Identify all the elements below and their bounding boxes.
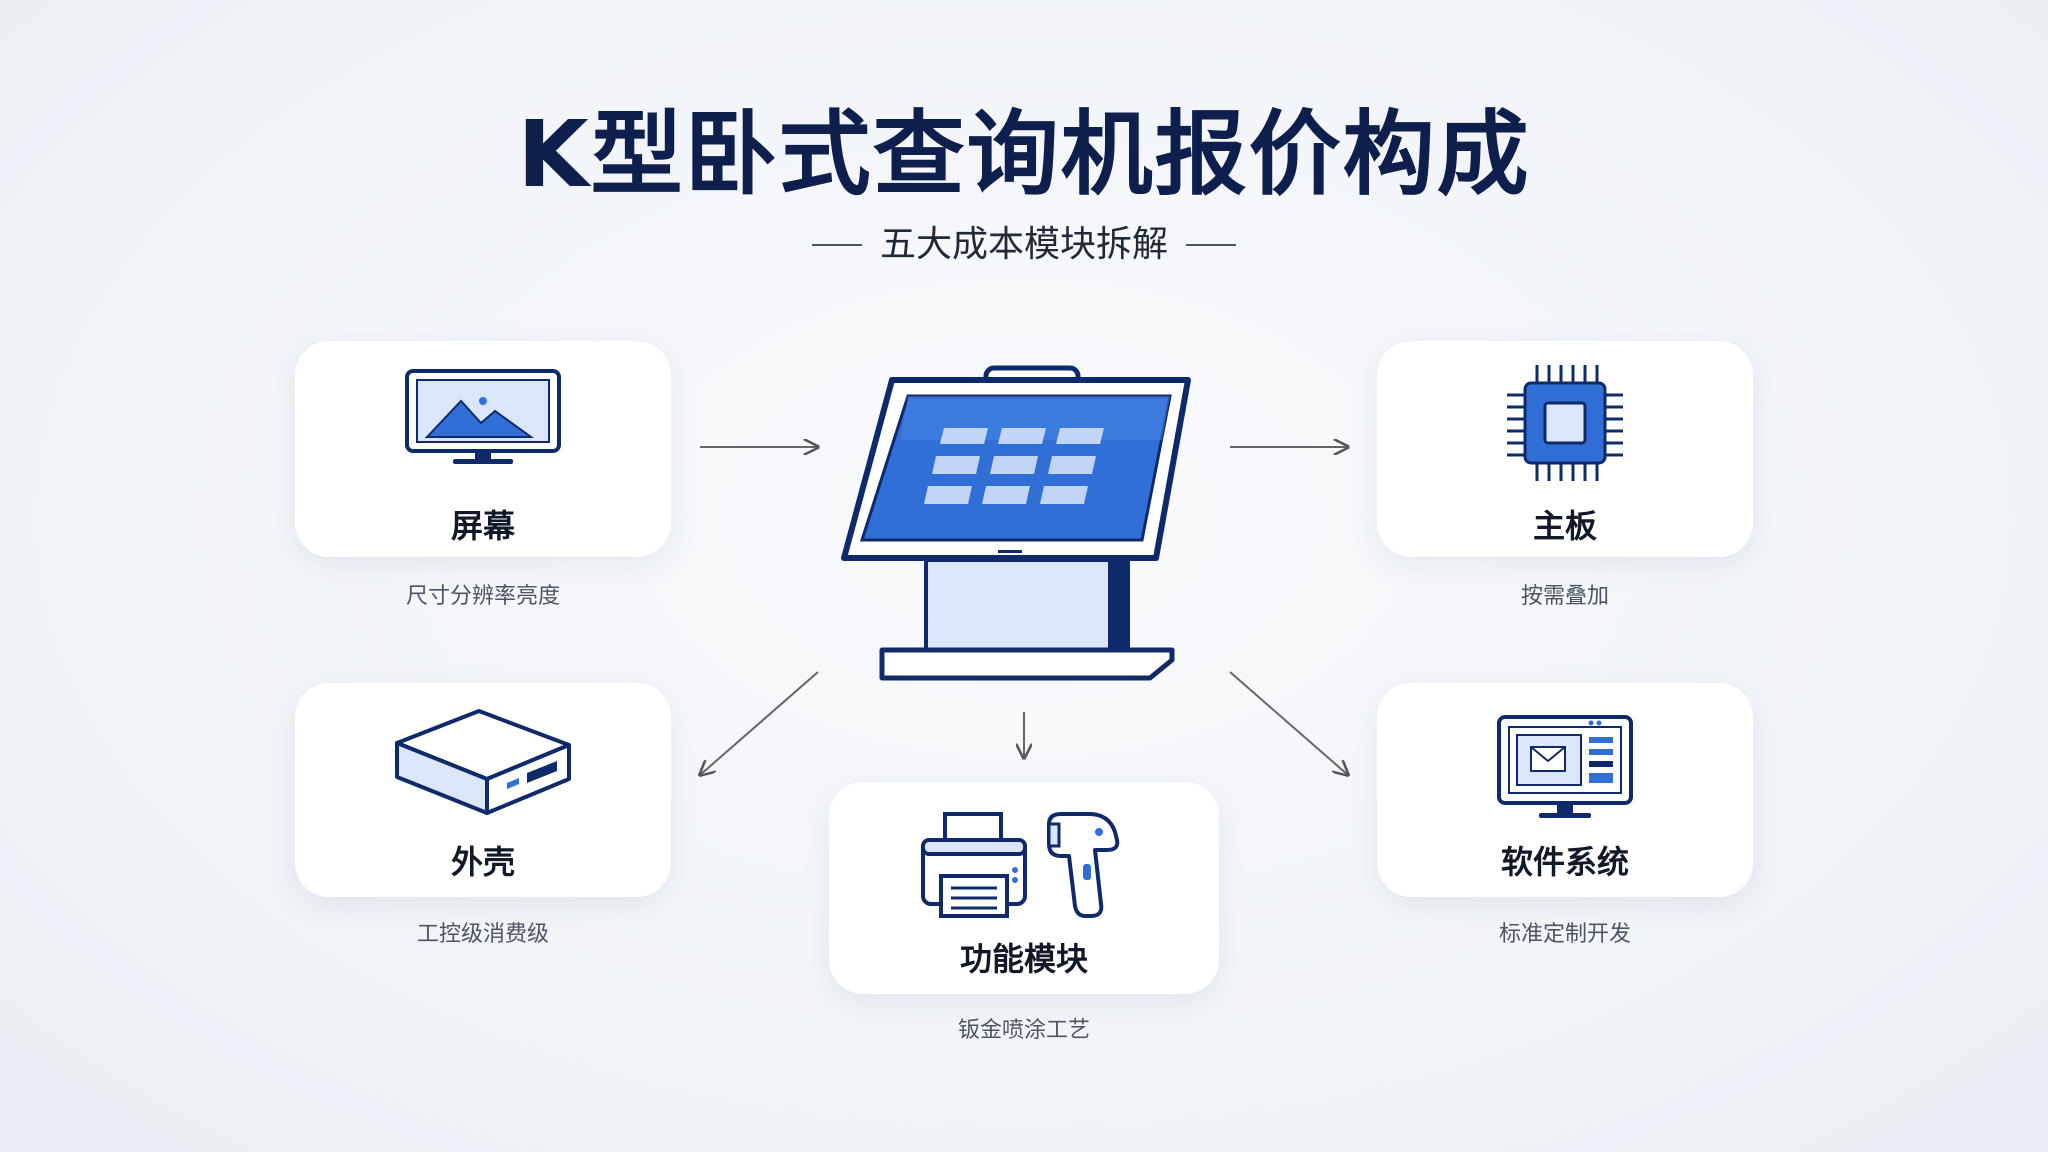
caption-casing: 工控级消费级 — [416, 922, 549, 947]
page-subtitle: 五大成本模块拆解 — [879, 224, 1168, 265]
card-casing-label: 外壳 — [450, 843, 515, 881]
card-screen: 屏幕 — [295, 341, 671, 557]
arrow-to-casing — [700, 671, 819, 775]
card-function: 功能模块 — [829, 782, 1219, 994]
card-function-label: 功能模块 — [959, 940, 1088, 978]
card-casing: 外壳 — [295, 683, 671, 897]
card-software: 软件系统 — [1377, 683, 1753, 897]
page-title: K型卧式查询机报价构成 — [517, 101, 1531, 208]
box-case-icon — [393, 707, 573, 817]
caption-mainboard: 按需叠加 — [1520, 584, 1609, 609]
monitor-landscape-icon — [403, 367, 563, 467]
caption-screen: 尺寸分辨率亮度 — [405, 584, 560, 609]
software-window-icon — [1495, 713, 1635, 823]
card-mainboard-label: 主板 — [1532, 507, 1597, 545]
kiosk-terminal-icon — [830, 360, 1200, 690]
card-software-label: 软件系统 — [1500, 843, 1629, 881]
arrow-to-software — [1229, 671, 1348, 775]
printer-scanner-icon — [919, 810, 1129, 922]
card-mainboard: 主板 — [1377, 341, 1753, 557]
caption-software: 标准定制开发 — [1498, 922, 1631, 947]
subtitle-right-rule — [1186, 244, 1236, 246]
chip-icon — [1503, 361, 1627, 485]
subtitle-row: 五大成本模块拆解 — [0, 218, 2048, 272]
caption-function: 钣金喷涂工艺 — [957, 1018, 1090, 1043]
card-screen-label: 屏幕 — [450, 507, 515, 545]
subtitle-left-rule — [811, 244, 862, 246]
